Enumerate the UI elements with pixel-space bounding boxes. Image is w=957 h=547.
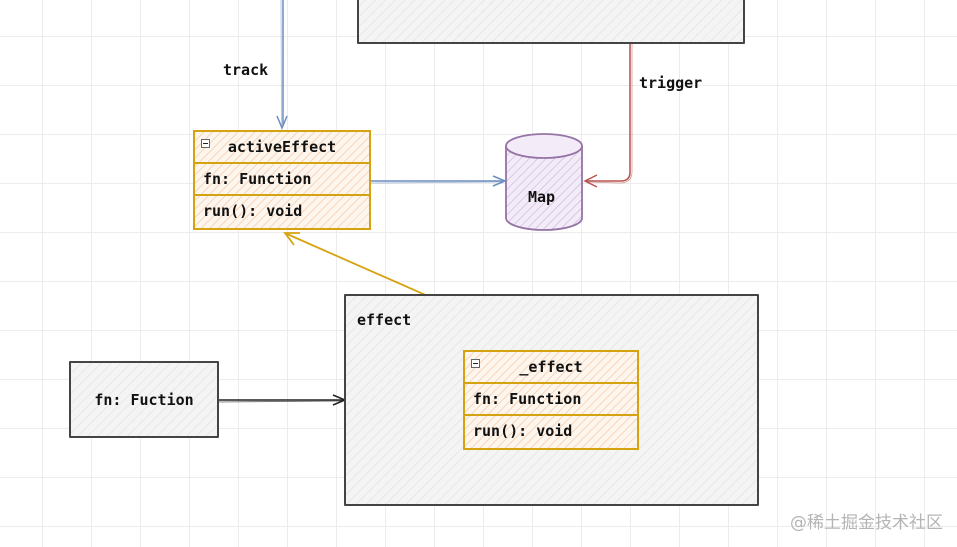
fn-to-effect-arrow: [217, 394, 347, 406]
active-effect-to-map-arrow: [370, 175, 507, 187]
trigger-label: trigger: [639, 74, 703, 92]
active-effect-field: fn: Function: [195, 164, 369, 196]
effect-container-label: effect: [357, 311, 412, 329]
map-cylinder: [505, 133, 583, 231]
inner-effect-header: _effect: [465, 352, 637, 384]
inner-effect-method: run(): void: [473, 422, 573, 440]
active-effect-class: activeEffect fn: Function run(): void: [193, 130, 371, 230]
top-box: [357, 0, 745, 44]
inner-effect-title: _effect: [519, 358, 583, 376]
map-label: Map: [528, 188, 556, 206]
active-effect-title: activeEffect: [227, 138, 337, 156]
fn-box-label: fn: Fuction: [94, 391, 194, 409]
active-effect-method: run(): void: [203, 202, 303, 220]
inner-effect-field: fn: Function: [465, 384, 637, 416]
fn-box: [69, 361, 219, 438]
track-label: track: [223, 61, 269, 79]
inner-effect-class: _effect fn: Function run(): void: [463, 350, 639, 450]
watermark: @稀土掘金技术社区: [790, 513, 943, 533]
track-arrow: [276, 0, 288, 130]
trigger-arrow: [583, 0, 633, 188]
collapse-icon[interactable]: [471, 359, 480, 368]
active-effect-header: activeEffect: [195, 132, 369, 164]
collapse-icon[interactable]: [201, 139, 210, 148]
